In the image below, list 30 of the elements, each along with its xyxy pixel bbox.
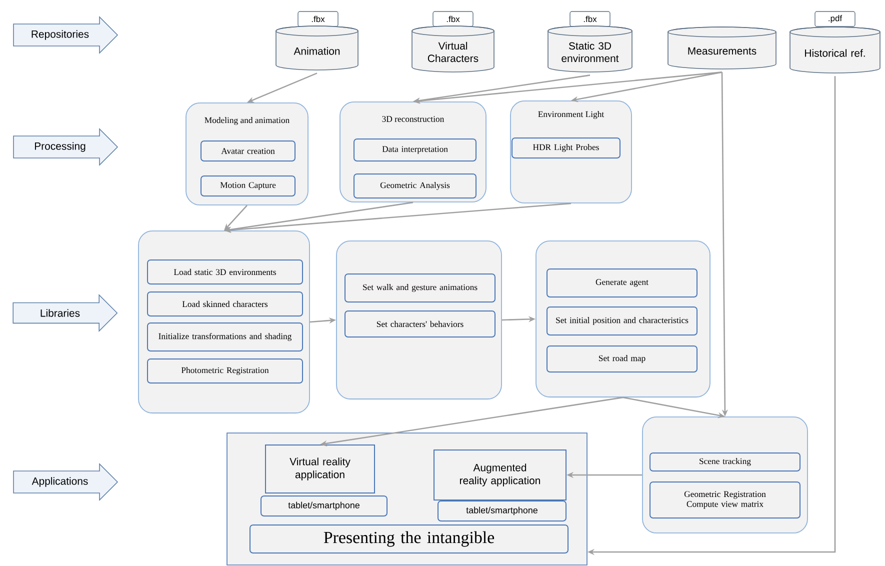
step-box: Set road map	[546, 345, 698, 372]
device-box: tablet/smartphone	[260, 495, 388, 516]
step-box: Photometric Registration	[147, 358, 303, 384]
database-cylinder: Animation	[276, 26, 358, 70]
database-cylinder: Static 3D environment	[548, 26, 632, 72]
database-cylinder: Measurements	[668, 26, 776, 70]
step-box: Scene tracking	[650, 452, 800, 472]
step-box: Load static 3D environments	[147, 259, 303, 284]
step-box: Set initial position and characteristics	[546, 306, 698, 336]
step-box: Motion Capture	[200, 175, 296, 196]
file-tab: .fbx	[432, 11, 474, 27]
step-box: Geometric Registration Compute view matrix	[650, 481, 800, 518]
title-box: Presenting the intangible	[250, 524, 568, 554]
application-box: Augmented reality application	[434, 449, 566, 500]
database-cylinder: Historical ref.	[790, 26, 880, 74]
step-box: Set characters' behaviors	[344, 310, 496, 338]
file-tab: .fbx	[570, 11, 610, 27]
step-box: Data interpretation	[354, 138, 476, 162]
step-box: Geometric Analysis	[354, 173, 476, 198]
step-box: Avatar creation	[200, 140, 296, 162]
step-box: Generate agent	[546, 268, 698, 298]
step-box: Initialize transformations and shading	[147, 322, 303, 352]
step-box: Set walk and gesture animations	[344, 273, 496, 302]
file-tab: .pdf	[814, 11, 856, 27]
application-box: Virtual reality application	[265, 444, 375, 494]
device-box: tablet/smartphone	[438, 500, 566, 522]
step-box: Load skinned characters	[147, 291, 303, 316]
file-tab: .fbx	[298, 11, 338, 27]
step-box: HDR Light Probes	[512, 137, 620, 158]
database-cylinder: Virtual Characters	[412, 26, 494, 72]
